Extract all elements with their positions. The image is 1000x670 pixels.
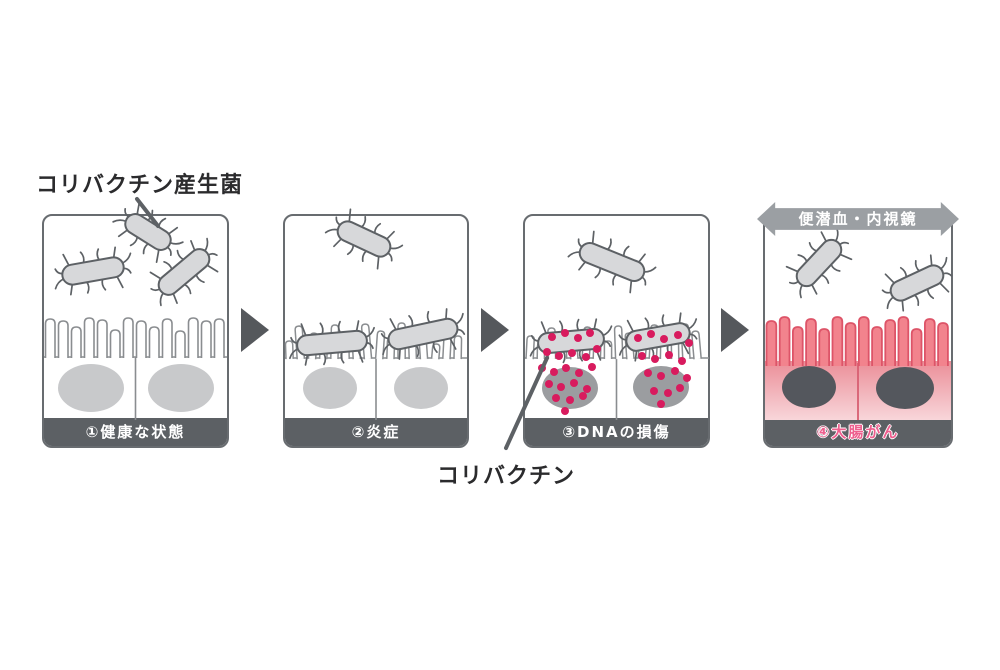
panel-dna-damage: ③DNAの損傷 [523, 214, 710, 448]
panel-inflammation-caption: ②炎症 [285, 418, 467, 446]
label-colibactin: コリバクチン [437, 464, 576, 489]
step-arrow-icon [241, 308, 269, 352]
step-arrow-icon [481, 308, 509, 352]
screening-banner-label: 便潜血・内視鏡 [798, 210, 918, 228]
label-colibactin-producing-bacteria: コリバクチン産生菌 [36, 173, 244, 198]
panel-healthy-state: ①健康な状態 [42, 214, 229, 448]
panel-colorectal-cancer-caption: ④大腸がん [765, 418, 951, 446]
panel-inflammation: ②炎症 [283, 214, 469, 448]
step-arrow-icon [721, 308, 749, 352]
panel-healthy-caption: ①健康な状態 [44, 418, 227, 446]
panel-dna-damage-caption: ③DNAの損傷 [525, 418, 708, 446]
panel-colorectal-cancer: ④大腸がん [763, 214, 953, 448]
